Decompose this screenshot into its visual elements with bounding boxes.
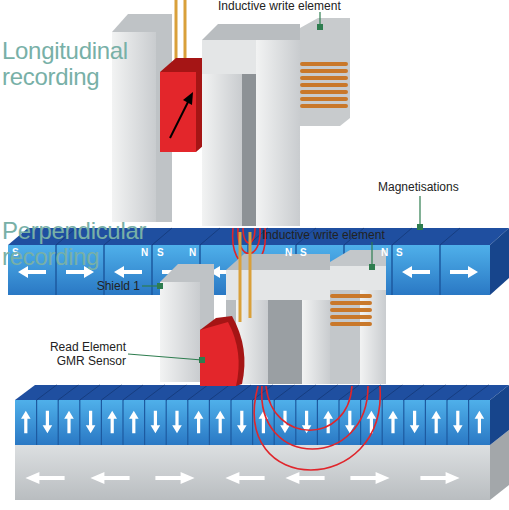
media-side xyxy=(490,385,509,445)
write-coil xyxy=(332,296,370,324)
leader-lines xyxy=(128,12,420,360)
return-yoke xyxy=(330,266,386,290)
magnet-arrow xyxy=(402,266,430,278)
magnetisation-arrow xyxy=(170,100,189,138)
underlayer-arrow xyxy=(25,472,64,484)
write-coil xyxy=(302,64,346,106)
write-gap xyxy=(268,300,302,384)
read-sensor xyxy=(160,72,196,152)
field-lines xyxy=(254,386,380,470)
write-pole xyxy=(302,300,330,384)
bit-dividers xyxy=(37,400,469,445)
section-title: Longitudinal recording xyxy=(2,38,157,90)
pole-letter: S xyxy=(300,247,314,259)
underlayer-arrow xyxy=(420,472,459,484)
media-side xyxy=(490,228,509,295)
underlayer-arrow xyxy=(350,472,389,484)
shield-front xyxy=(160,282,200,382)
underlayer-arrow xyxy=(285,472,324,484)
write-pole xyxy=(256,40,300,226)
arrow-head xyxy=(183,92,193,105)
sensor-wires xyxy=(240,232,250,322)
return-pole-back xyxy=(330,250,386,384)
pole-letter: N xyxy=(381,247,395,259)
part-label: Shield 1 xyxy=(70,279,140,293)
part-label: Read Element GMR Sensor xyxy=(30,340,126,368)
part-label: Inductive write element xyxy=(262,228,432,242)
sensor-wires xyxy=(176,0,185,62)
underlayer-arrow xyxy=(155,472,194,484)
magnet-arrow xyxy=(450,266,478,278)
pole-letter: S xyxy=(157,247,171,259)
write-gap xyxy=(242,74,256,226)
pole-letter: N xyxy=(285,247,299,259)
perpendicular-arrows xyxy=(21,411,484,433)
part-label: Magnetisations xyxy=(378,180,488,194)
media-front xyxy=(15,400,490,445)
write-yoke xyxy=(226,270,330,300)
magnet-arrow xyxy=(114,266,142,278)
write-pole-back xyxy=(300,18,350,126)
part-label: Inductive write element xyxy=(218,0,378,13)
underlayer-arrow xyxy=(225,472,264,484)
pole-letter: S xyxy=(396,247,410,259)
section-title: Perpendicular recording xyxy=(2,218,172,270)
pole-letter: N xyxy=(141,247,155,259)
pole-letter: N xyxy=(189,247,203,259)
read-sensor xyxy=(200,322,239,386)
read-sensor-side xyxy=(200,316,244,386)
soft-underlayer xyxy=(15,445,490,500)
underlayer-arrow xyxy=(90,472,129,484)
